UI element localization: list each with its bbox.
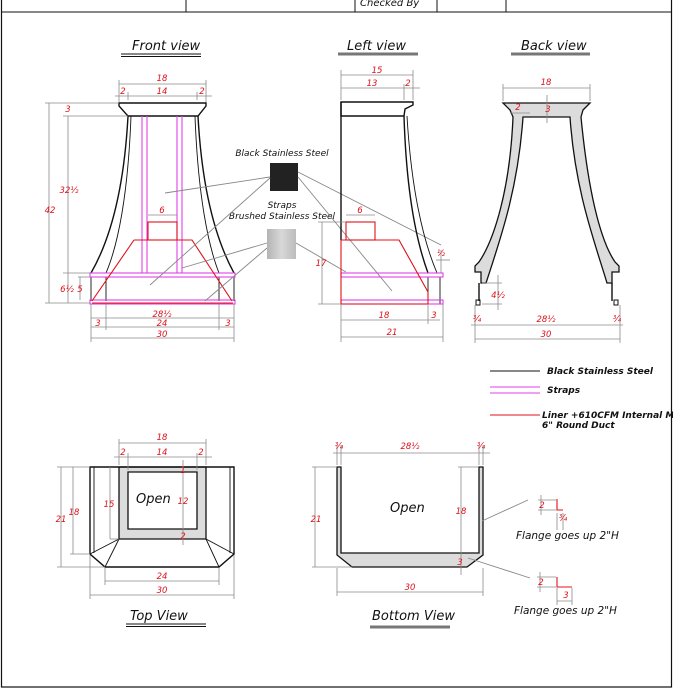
dim-cap-left: 2 [120, 87, 125, 97]
dim-bottom-right-wall: ¾ [477, 442, 486, 452]
dim-back-leg: 4½ [491, 291, 505, 301]
brushed-steel-label: Brushed Stainless Steel [229, 212, 336, 222]
legend-black-label: Black Stainless Steel [547, 367, 654, 377]
dim-left-top: 15 [372, 66, 383, 76]
top-view-title: Top View [130, 609, 188, 624]
dim-back-left-flange: ¾ [473, 315, 482, 325]
dim-right-inset: 3 [225, 319, 230, 329]
dim-left-band: 3 [431, 311, 436, 321]
brushed-steel-swatch [267, 229, 296, 259]
dim-left-lip: 2 [405, 79, 410, 89]
dim-left-depth: 18 [379, 311, 390, 321]
dim-top-width: 18 [157, 74, 168, 84]
flange-1-height: 2 [539, 501, 544, 511]
dim-bottom-left-wall: ¾ [335, 442, 344, 452]
dim-back-top: 18 [541, 78, 552, 88]
dim-body-height: 32½ [59, 186, 79, 196]
dim-left-cap: 13 [367, 79, 378, 89]
dim-top-left-wall: 2 [120, 448, 125, 458]
dim-top-opening-width: 14 [157, 448, 168, 458]
legend-straps-label: Straps [547, 386, 581, 396]
dim-left-inset: 3 [95, 319, 100, 329]
dim-top-front-wall: 2 [180, 532, 185, 542]
flange-1-note: Flange goes up 2"H [516, 530, 619, 542]
dim-back-total: 30 [541, 330, 552, 340]
front-view-title: Front view [132, 39, 201, 54]
dim-back-cap: 3 [545, 105, 550, 115]
dim-cap-inner: 14 [157, 87, 168, 97]
left-view-title: Left view [347, 39, 406, 54]
dim-back-right-flange: ¾ [613, 315, 622, 325]
bottom-view: Open ¾ 28½ ¾ 21 18 3 30 [311, 442, 531, 596]
dim-top-front: 24 [157, 572, 168, 582]
dim-band-height: 6½ [60, 285, 74, 295]
top-view: Open 18 2 14 2 21 18 15 1 12 2 24 30 [56, 433, 235, 599]
legend-duct-label: 6" Round Duct [542, 421, 615, 431]
black-steel-swatch [270, 163, 298, 191]
dim-top-opening-depth: 12 [178, 497, 189, 507]
dim-back-lip: 2 [515, 103, 520, 113]
flange-1-width: ¾ [559, 514, 568, 524]
dim-bottom-front: 3 [457, 558, 462, 568]
dim-top-side-depth: 18 [69, 508, 80, 518]
dim-inner-bottom: 28½ [152, 310, 172, 320]
flange-detail-2: 2 3 Flange goes up 2"H [514, 572, 617, 617]
dim-bottom-width: 30 [157, 330, 168, 340]
back-view-title: Back view [521, 39, 587, 54]
dim-left-liner-height: 17 [316, 259, 327, 269]
top-open-label: Open [136, 492, 171, 507]
dim-top-frame-depth: 15 [104, 500, 115, 510]
dim-total-height: 42 [45, 206, 56, 216]
dim-bottom-inner: 28½ [400, 442, 420, 452]
dim-top-total: 30 [157, 586, 168, 596]
dim-top-depth: 21 [56, 515, 67, 525]
checked-by-label: Checked By [360, 0, 420, 9]
dim-left-thickness: ½ [437, 249, 446, 259]
liner [91, 221, 233, 304]
dim-cap-height: 3 [65, 105, 70, 115]
bottom-open-label: Open [390, 501, 425, 516]
dim-top-back: 18 [157, 433, 168, 443]
flange-2-width: 3 [563, 591, 568, 601]
dim-top-back-wall: 1 [180, 466, 185, 476]
dim-bottom-total: 30 [405, 583, 416, 593]
legend: Black Stainless Steel Straps Liner +610C… [490, 367, 673, 431]
material-callouts: Black Stainless Steel Straps Brushed Sta… [149, 149, 442, 302]
back-view: 18 2 3 4½ ¾ 28½ ¾ 30 [471, 78, 623, 343]
flange-detail-1: 2 ¾ Flange goes up 2"H [516, 495, 619, 542]
front-view: 18 2 14 2 3 32½ 42 6 6½ 5 28½ 3 24 3 30 [45, 74, 236, 342]
black-steel-label: Black Stainless Steel [235, 149, 329, 159]
dim-left-total: 21 [387, 328, 398, 338]
dim-bottom-side: 18 [456, 507, 467, 517]
dim-back-inner: 28½ [536, 315, 556, 325]
left-view: 15 13 2 6 17 ½ 18 3 21 [316, 66, 450, 342]
dim-mid-bottom: 24 [157, 319, 168, 329]
flange-2-note: Flange goes up 2"H [514, 605, 617, 617]
dim-top-right-wall: 2 [198, 448, 203, 458]
dim-band-inner: 5 [77, 285, 82, 295]
dim-duct: 6 [159, 206, 165, 216]
dim-cap-right: 2 [199, 87, 204, 97]
dim-left-duct: 6 [357, 206, 363, 216]
bottom-view-title: Bottom View [372, 609, 455, 624]
legend-liner-label: Liner +610CFM Internal Motor [542, 411, 673, 421]
view-titles: Front view Left view Back view Top View … [121, 39, 590, 629]
dim-bottom-depth: 21 [311, 515, 322, 525]
flange-2-height: 2 [538, 578, 543, 588]
straps-label: Straps [268, 201, 297, 211]
